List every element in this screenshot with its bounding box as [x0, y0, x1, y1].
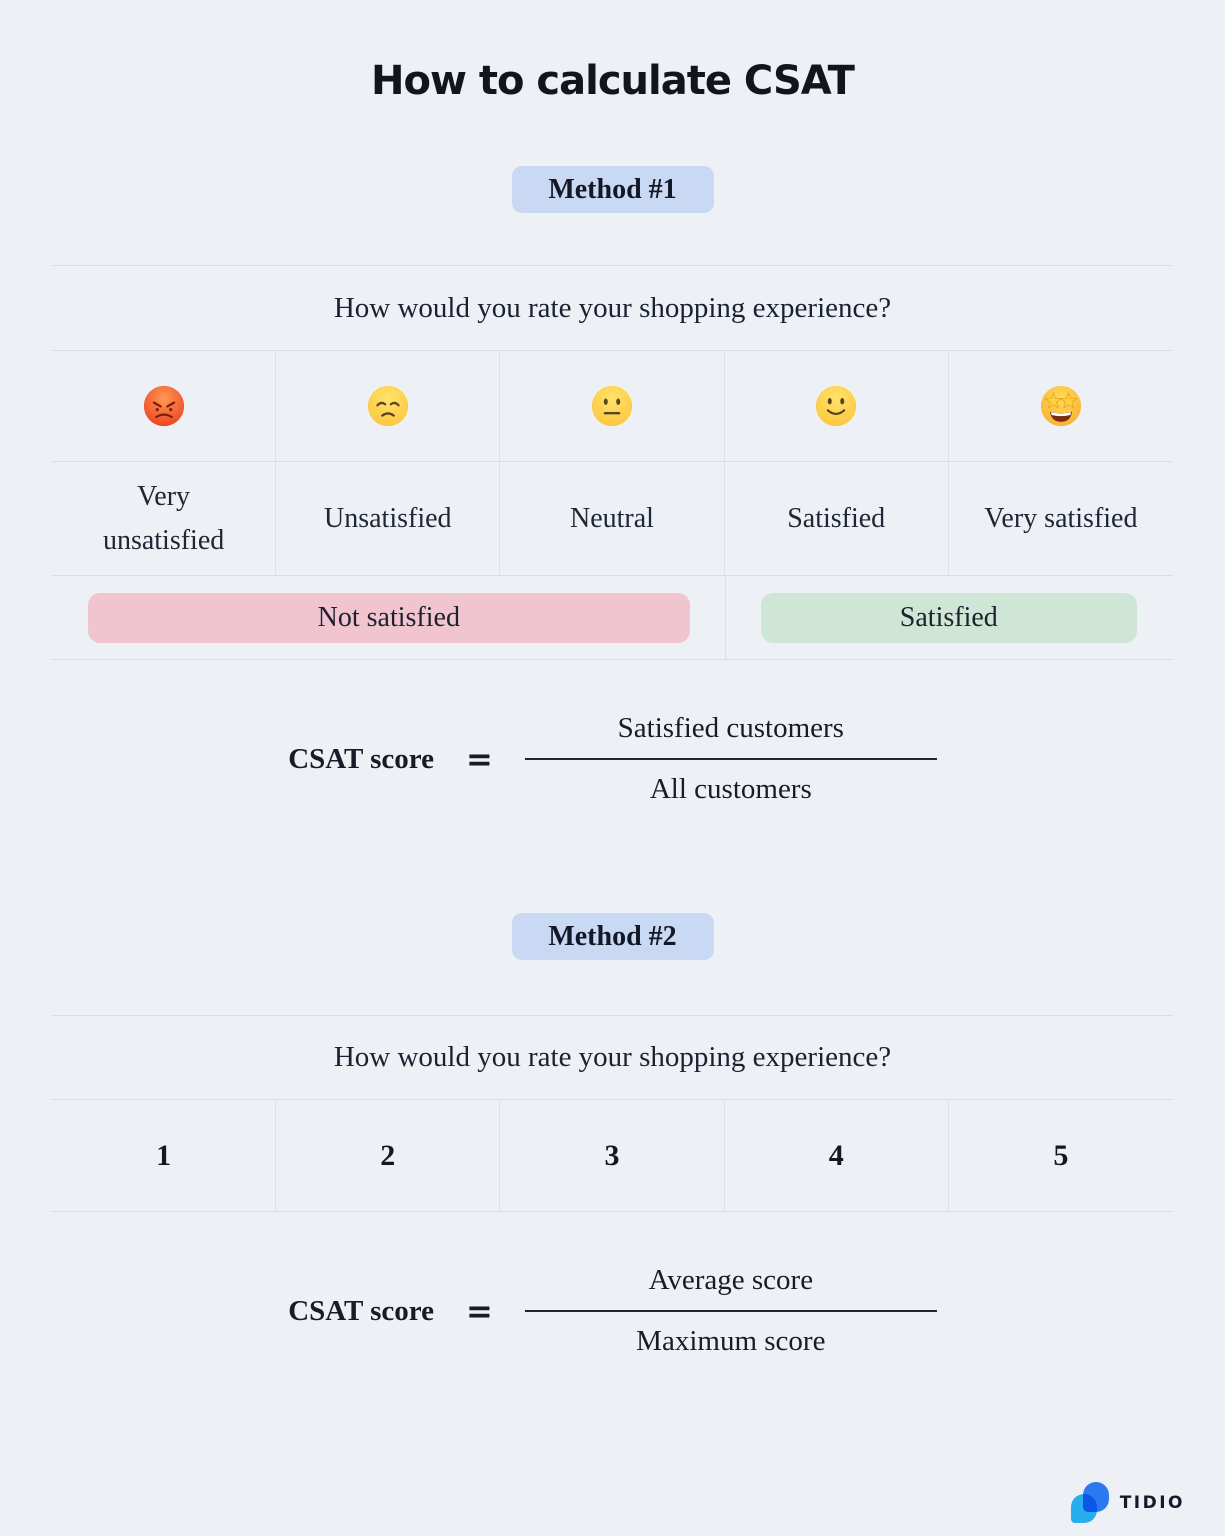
formula-fraction: Average score Maximum score [524, 1264, 937, 1358]
rating-label-text: Satisfied [787, 502, 886, 534]
rating-label: Very satisfied [949, 462, 1173, 575]
formula-lhs: CSAT score [288, 1294, 434, 1327]
slightly-smiling-face-emoji-icon [816, 385, 857, 427]
fraction-denominator: All customers [649, 773, 812, 805]
rating-label: Unsatisfied [276, 462, 501, 575]
rating-labels-row: Very unsatisfied Unsatisfied Neutral Sat… [52, 461, 1173, 575]
rating-label-text: Neutral [570, 502, 654, 534]
score-scale-row: 1 2 3 4 5 [52, 1100, 1173, 1212]
survey-question: How would you rate your shopping experie… [52, 1015, 1173, 1100]
method-2-table: How would you rate your shopping experie… [52, 1015, 1173, 1212]
rating-label-text: Unsatisfied [324, 502, 452, 534]
tidio-logo: TIDIO [1070, 1482, 1185, 1524]
fraction-numerator: Average score [648, 1264, 814, 1296]
emoji-cell [725, 351, 949, 461]
angry-face-emoji-icon [143, 385, 184, 427]
rating-label: Neutral [500, 462, 725, 575]
emoji-cell [949, 351, 1173, 461]
rating-label-text: Very satisfied [984, 502, 1138, 534]
star-struck-face-emoji-icon [1040, 385, 1082, 427]
equals-sign: = [466, 1292, 493, 1330]
equals-sign: = [466, 740, 493, 778]
fraction-numerator: Satisfied customers [617, 712, 844, 744]
score-cell: 4 [725, 1100, 949, 1211]
disappointed-face-emoji-icon [367, 385, 408, 427]
column-divider [724, 576, 727, 659]
rating-label-text: Very unsatisfied [102, 481, 225, 556]
method-2-badge: Method #2 [511, 913, 714, 960]
fraction-bar [524, 758, 937, 760]
emoji-cell [500, 351, 725, 461]
sentiment-groups-row: Not satisfied Satisfied [52, 575, 1173, 660]
score-cell: 3 [500, 1100, 725, 1211]
page-title: How to calculate CSAT [371, 58, 855, 104]
emoji-scale-row [52, 351, 1173, 461]
fraction-bar [524, 1310, 937, 1312]
emoji-cell [52, 351, 277, 461]
fraction-denominator: Maximum score [636, 1325, 826, 1357]
csat-formula-method-2: CSAT score = Average score Maximum score [0, 1264, 1225, 1358]
tidio-wordmark: TIDIO [1119, 1493, 1185, 1513]
not-satisfied-group-pill: Not satisfied [88, 593, 690, 643]
rating-label: Satisfied [725, 462, 949, 575]
rating-label: Very unsatisfied [52, 462, 277, 575]
emoji-cell [276, 351, 501, 461]
satisfied-group-pill: Satisfied [760, 593, 1137, 643]
formula-lhs: CSAT score [288, 742, 434, 775]
tidio-logo-icon [1070, 1482, 1111, 1524]
score-cell: 2 [276, 1100, 501, 1211]
survey-question: How would you rate your shopping experie… [52, 265, 1173, 351]
method-1-table: How would you rate your shopping experie… [52, 265, 1173, 660]
formula-fraction: Satisfied customers All customers [524, 712, 937, 806]
score-cell: 5 [1053, 1138, 1069, 1172]
csat-formula-method-1: CSAT score = Satisfied customers All cus… [0, 712, 1225, 806]
neutral-face-emoji-icon [591, 385, 633, 427]
score-cell: 1 [52, 1100, 277, 1211]
chat-bubble-light-icon [1070, 1494, 1097, 1523]
method-1-badge: Method #1 [511, 166, 714, 213]
